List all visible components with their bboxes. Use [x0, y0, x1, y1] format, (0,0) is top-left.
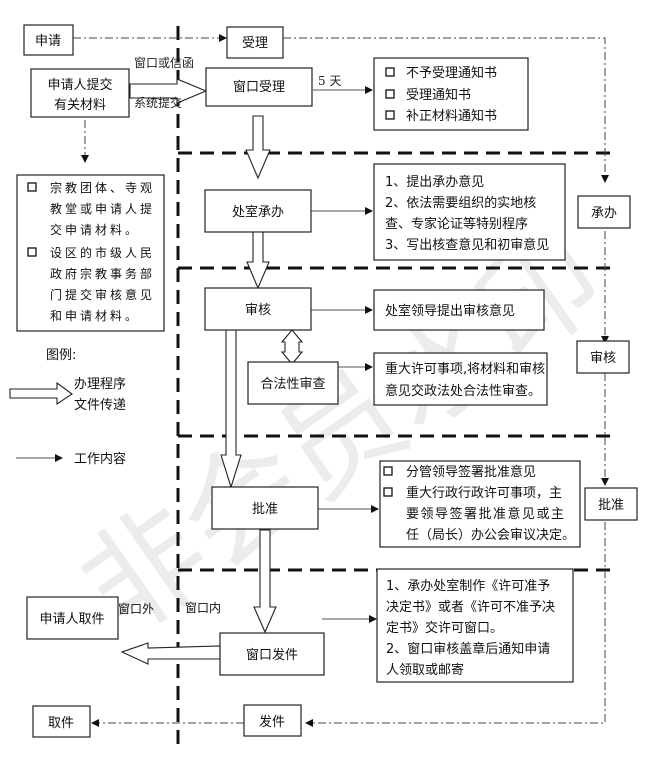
legend-title: 图例: [46, 348, 76, 363]
node-review[interactable]: 审核 [204, 287, 312, 331]
stage-review-label: 审核 [590, 351, 616, 366]
process-arrow-review-to-approve [220, 329, 242, 489]
work-line: 重大行政行政许可事项，主 [406, 485, 562, 501]
work-line: 要领导签署批准意见或主 [406, 506, 566, 522]
work-box-approve: 分管领导签署批准意见 重大行政行政许可事项，主 要领导签署批准意见或主 任（局长… [379, 460, 581, 548]
node-accept[interactable]: 受理 [226, 26, 284, 59]
stage-review[interactable]: 审核 [576, 340, 630, 374]
node-accept-label: 受理 [242, 36, 268, 51]
node-apply-label: 申请 [35, 34, 61, 49]
work-box-review: 处室领导提出审核意见 [373, 289, 545, 331]
prereq-line: 交申请材料。 [50, 222, 140, 237]
prereq-line: 和申请材料。 [50, 309, 140, 323]
node-pickup-label: 取件 [48, 716, 74, 731]
work-line: 3、写出核查意见和初审意见 [385, 237, 549, 253]
stage-approve[interactable]: 批准 [584, 487, 638, 521]
checkbox-icon [27, 247, 37, 257]
work-line: 查、专家论证等特别程序 [385, 216, 528, 232]
process-arrow-approve-to-dispatch [253, 529, 277, 634]
node-applicant-pickup[interactable]: 申请人取件 [26, 596, 119, 640]
node-review-label: 审核 [245, 303, 271, 318]
flow-accept-to-handle [283, 37, 609, 183]
work-line: 1、承办处室制作《许可准予 [386, 578, 550, 594]
node-handle[interactable]: 处室承办 [204, 189, 312, 233]
checkbox-icon [383, 487, 393, 497]
channel-label-bottom: 系统提交 [134, 95, 182, 110]
stage-approve-label: 批准 [598, 498, 624, 513]
prereq-line: 设区的市级人民 [50, 245, 155, 260]
prereq-line: 教堂或申请人提 [50, 201, 155, 216]
prereq-line: 宗教团体、寺观 [50, 180, 155, 195]
flow-approve-to-dispatch [305, 522, 606, 727]
days-label: 5 天 [318, 74, 341, 88]
prereq-box: 宗教团体、寺观 教堂或申请人提 交申请材料。 设区的市级人民 政府宗教事务部 门… [16, 174, 165, 332]
prereq-line: 门提交审核意见 [50, 287, 155, 302]
node-pickup[interactable]: 取件 [32, 705, 91, 738]
window-outside-label: 窗口外 [118, 602, 154, 616]
node-window-accept-label: 窗口受理 [233, 79, 285, 95]
process-arrow-accept-to-handle [245, 115, 271, 180]
checkbox-icon [385, 67, 395, 77]
legend-process-label: 办理程序 [74, 377, 126, 392]
work-box-handle: 1、提出承办意见 2、依法需要组织的实地核 查、专家论证等特别程序 3、写出核查… [373, 163, 566, 261]
work-line: 2、依法需要组织的实地核 [385, 195, 536, 211]
node-submit-materials-line: 有关材料 [54, 98, 106, 113]
checkbox-icon [385, 110, 395, 120]
checkbox-icon [27, 182, 37, 192]
node-approve[interactable]: 批准 [211, 486, 319, 530]
stage-handle-label: 承办 [591, 206, 617, 221]
checkbox-icon [385, 89, 395, 99]
legend-process-label: 文件传递 [74, 398, 126, 413]
node-legality-review[interactable]: 合法性审查 [247, 361, 339, 405]
stage-handle[interactable]: 承办 [577, 195, 631, 229]
legend: 图例: 办理程序 文件传递 工作内容 [9, 348, 126, 467]
prereq-line: 政府宗教事务部 [50, 266, 155, 281]
work-line: 任（局长）办公会审议决定。 [406, 528, 575, 543]
notice-item: 受理通知书 [406, 87, 471, 103]
work-line: 意见交政法处合法性审查。 [385, 383, 541, 399]
work-line: 定书》交许可窗口。 [386, 620, 503, 636]
node-handle-label: 处室承办 [232, 204, 284, 220]
node-approve-label: 批准 [252, 502, 278, 517]
node-window-dispatch-label: 窗口发件 [246, 647, 298, 663]
process-arrow-submit [129, 78, 208, 104]
node-apply[interactable]: 申请 [23, 24, 74, 56]
node-submit-materials[interactable]: 申请人提交 有关材料 [30, 68, 130, 118]
channel-label-top: 窗口或信函 [134, 56, 194, 70]
notice-item: 补正材料通知书 [406, 108, 497, 124]
window-inside-label: 窗口内 [185, 601, 221, 615]
work-line: 2、窗口审核盖章后通知申请 [386, 641, 550, 657]
work-line: 1、提出承办意见 [385, 174, 484, 190]
process-arrow-handle-to-review [246, 231, 270, 290]
work-line: 分管领导签署批准意见 [406, 464, 536, 480]
process-arrow-dispatch-to-applicant [120, 642, 221, 665]
work-line: 人领取或邮寄 [386, 662, 464, 678]
process-arrow-review-legality [280, 329, 304, 365]
notice-item: 不予受理通知书 [406, 65, 497, 81]
checkbox-icon [383, 466, 393, 476]
work-box-dispatch: 1、承办处室制作《许可准予 决定书》或者《许可不准予决 定书》交许可窗口。 2、… [376, 568, 574, 683]
work-box-accept-notices: 不予受理通知书 受理通知书 补正材料通知书 [373, 57, 529, 131]
legend-work-label: 工作内容 [74, 451, 126, 467]
node-applicant-pickup-label: 申请人取件 [39, 612, 104, 627]
node-window-accept[interactable]: 窗口受理 [205, 67, 313, 107]
work-line: 决定书》或者《许可不准予决 [386, 600, 555, 615]
work-line: 处室领导提出审核意见 [385, 303, 515, 319]
work-box-legality: 重大许可事项,将材料和审核 意见交政法处合法性审查。 [373, 352, 548, 406]
node-legality-review-label: 合法性审查 [260, 377, 325, 392]
legend-process-arrow-icon [9, 381, 73, 406]
work-line: 重大许可事项,将材料和审核 [385, 361, 545, 377]
node-window-dispatch[interactable]: 窗口发件 [219, 632, 325, 676]
node-dispatch-label: 发件 [259, 714, 285, 730]
node-submit-materials-line: 申请人提交 [47, 77, 112, 93]
node-dispatch[interactable]: 发件 [243, 704, 302, 737]
